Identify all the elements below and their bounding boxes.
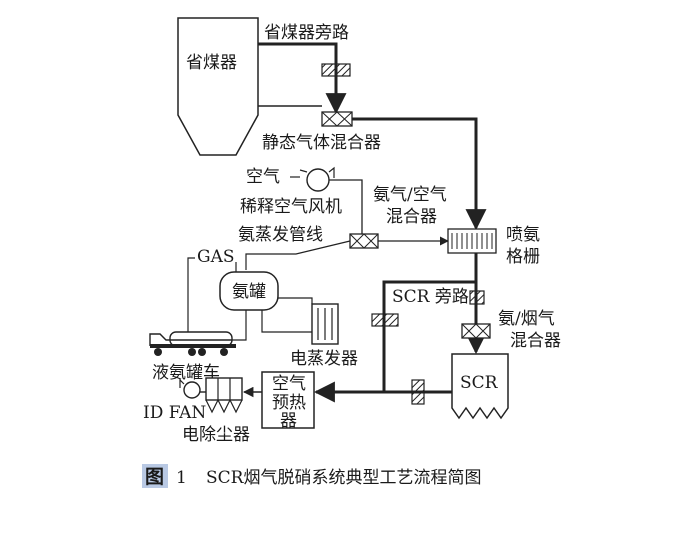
scr-bypass-damper-top: [469, 290, 485, 305]
figure-title: SCR烟气脱硝系统典型工艺流程简图: [206, 468, 481, 488]
ammonia-flue-mixer-label-1: 氨/烟气: [498, 309, 555, 329]
air-preheater-label-1: 空气: [272, 374, 306, 394]
economizer-label: 省煤器: [186, 53, 237, 73]
air-preheater-label-2: 预热: [272, 393, 306, 413]
main-flue-duct: [352, 117, 487, 231]
id-fan-label: ID FAN: [143, 403, 206, 423]
scr-label: SCR: [460, 373, 499, 393]
ammonia-air-mixer-label-2: 混合器: [386, 207, 437, 227]
air-preheater-label-3: 器: [280, 411, 297, 431]
ammonia-air-mixer-label-1: 氨气/空气: [373, 185, 447, 205]
tanker-truck-label: 液氨罐车: [152, 363, 220, 383]
gas-line: [187, 257, 195, 340]
ammonia-tank: [219, 271, 279, 311]
scr-bypass-damper: [371, 313, 399, 327]
economizer-bypass-label: 省煤器旁路: [264, 23, 349, 43]
esp-label: 电除尘器: [182, 425, 250, 445]
scr-reactor: [451, 353, 509, 420]
fan-to-mixer-line: [329, 179, 363, 234]
tank-to-evaporator-line: [278, 297, 313, 304]
ammonia-tank-label: 氨罐: [232, 282, 266, 302]
economizer-bypass-damper: [321, 63, 351, 77]
scr-outlet-damper: [411, 379, 425, 405]
ammonia-injection-grid-icon: [447, 228, 497, 254]
scr-bypass-line: [382, 280, 476, 392]
static-mixer-icon: [321, 111, 353, 127]
dilution-fan-label: 稀释空气风机: [240, 197, 342, 217]
ammonia-air-mixer-icon: [349, 233, 379, 249]
tanker-truck-icon: [149, 331, 236, 356]
gas-label: GAS: [197, 247, 235, 267]
injection-grid-label-1: 喷氨: [506, 225, 540, 245]
esp-icon: [205, 377, 243, 414]
ammonia-steam-pipe-label: 氨蒸发管线: [238, 225, 323, 245]
electric-evaporator-icon: [311, 303, 339, 345]
id-fan-icon: [179, 378, 201, 399]
ammonia-flue-mixer-icon: [461, 323, 491, 339]
ammonia-steam-pipe: [245, 240, 351, 270]
ammonia-flue-mixer-label-2: 混合器: [510, 331, 561, 351]
figure-label-badge: [142, 464, 168, 488]
injection-grid-label-2: 格栅: [506, 247, 540, 267]
electric-evaporator-label: 电蒸发器: [290, 349, 358, 369]
figure-number: 1: [176, 468, 187, 488]
evaporator-return-line: [261, 310, 312, 333]
air-label: 空气: [246, 167, 280, 187]
economizer-bypass-line: [258, 42, 347, 115]
economizer-hopper: [177, 17, 259, 156]
dilution-fan-icon: [299, 166, 335, 192]
air-preheater: [261, 371, 315, 429]
scr-bypass-label: SCR 旁路: [392, 287, 469, 307]
tank-to-truck-line: [232, 310, 247, 341]
static-mixer-label: 静态气体混合器: [262, 133, 381, 153]
figure-label: 图: [145, 466, 164, 488]
